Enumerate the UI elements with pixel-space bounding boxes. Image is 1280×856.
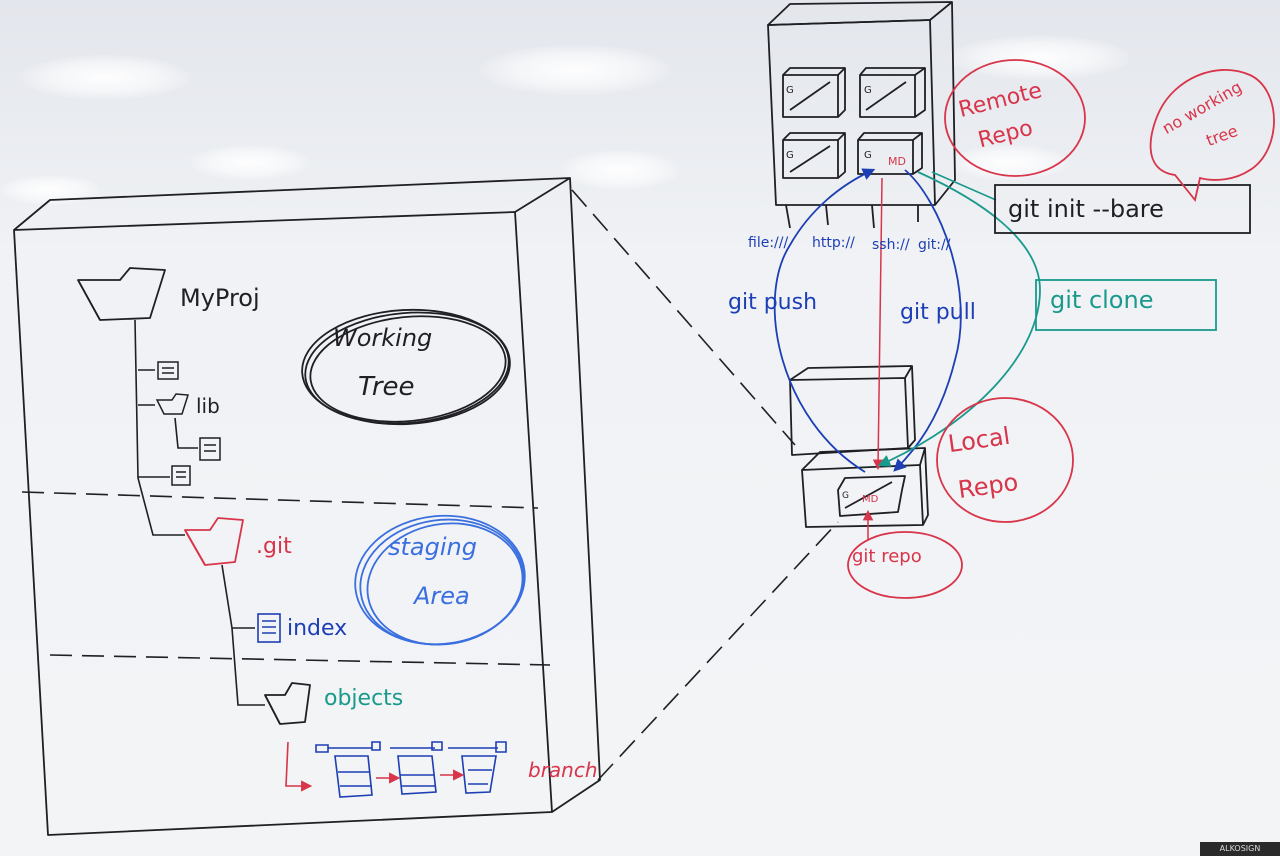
transport-line — [872, 177, 884, 471]
project-name-label: MyProj — [180, 284, 260, 312]
ceiling-light-glare — [950, 35, 1130, 80]
local-md-label: MD — [862, 494, 879, 505]
objects-folder-icon — [264, 682, 311, 725]
drawer-g-label: G — [864, 85, 872, 96]
local-g-label: G — [842, 491, 849, 501]
remote-repo-circle — [944, 59, 1086, 177]
git-dir-label: .git — [256, 534, 292, 559]
git-pull-arrow — [893, 169, 962, 472]
commit-arrows — [285, 741, 465, 792]
remote-g-label: G — [864, 150, 872, 161]
file-tree-lines — [134, 319, 198, 536]
protocol-file: file:/// — [748, 235, 789, 251]
ceiling-light-glare — [190, 145, 310, 180]
section-dividers — [21, 491, 551, 666]
remote-repo-server — [767, 1, 956, 229]
git-folder-icon — [184, 517, 244, 566]
ceiling-light-glare — [480, 45, 670, 95]
protocol-http: http:// — [812, 235, 855, 251]
git-clone-box — [1035, 279, 1217, 331]
tree-label: Tree — [358, 372, 415, 402]
file-icon — [171, 465, 191, 486]
git-init-bare-label: git init --bare — [1008, 195, 1164, 223]
protocol-ssh: ssh:// — [872, 237, 910, 253]
index-file-icon — [257, 613, 281, 643]
objects-label: objects — [324, 686, 404, 711]
git-init-connector — [931, 171, 997, 201]
git-pull-label: git pull — [900, 300, 976, 325]
no-working-tree-bubble — [1149, 69, 1275, 203]
git-tree-lines — [221, 564, 265, 706]
staging-area-circle — [354, 514, 526, 646]
file-icon — [199, 437, 221, 461]
git-push-arrow — [773, 168, 876, 473]
area-label: Area — [414, 582, 470, 610]
commit-objects-chain — [315, 741, 507, 798]
file-icon — [157, 361, 179, 380]
ceiling-light-glare — [20, 55, 190, 100]
protocol-git: git:// — [918, 237, 951, 253]
remote-md-label: MD — [888, 155, 906, 168]
perspective-lines — [571, 189, 839, 781]
git-push-label: git push — [728, 290, 818, 315]
git-init-box — [994, 184, 1251, 234]
working-tree-circle — [301, 308, 511, 426]
folder-icon — [155, 393, 189, 415]
lib-label: lib — [196, 394, 220, 418]
folder-icon — [77, 267, 166, 321]
branch-label: branch — [528, 758, 598, 782]
local-repo-box — [789, 365, 929, 528]
brand-sticker: ALKOSIGN — [1200, 842, 1280, 856]
staging-label: staging — [388, 533, 477, 561]
index-label: index — [287, 616, 348, 641]
ceiling-light-glare — [560, 150, 680, 190]
working-tree-box — [13, 177, 601, 836]
working-label: Working — [333, 324, 433, 352]
drawer-g-label: G — [786, 85, 794, 96]
git-clone-label: git clone — [1050, 286, 1154, 314]
git-repo-note-circle — [847, 531, 963, 599]
git-clone-arrow — [877, 171, 1041, 467]
git-repo-note-label: git repo — [852, 546, 922, 567]
local-repo-circle — [936, 397, 1074, 523]
drawer-g-label: G — [786, 150, 794, 161]
